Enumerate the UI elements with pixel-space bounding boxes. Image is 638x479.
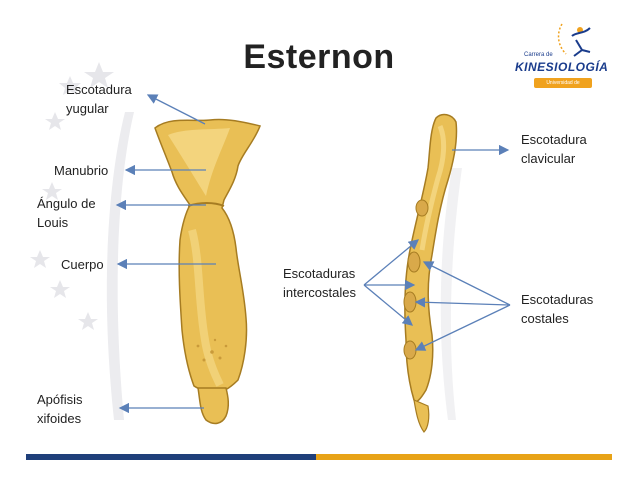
footer-bar-gold (316, 454, 612, 460)
label-cuerpo: Cuerpo (61, 257, 104, 272)
arrow-intercostales-1 (363, 239, 419, 286)
label-line: Escotaduras (283, 266, 356, 281)
logo-figure (557, 23, 591, 57)
arrow-costales-1 (422, 261, 511, 306)
label-apofisis-xifoides: Apófisis xifoides (37, 390, 83, 428)
label-line: xifoides (37, 411, 82, 426)
sternum-front-view (154, 118, 261, 425)
label-escotaduras-intercostales: Escotaduras intercostales (283, 264, 356, 302)
logo-main-text: KINESIOLOGÍA (515, 60, 609, 74)
costal-facets (403, 199, 429, 360)
label-line: yugular (66, 101, 109, 116)
arrow-escotadura-yugular (146, 94, 206, 125)
label-escotaduras-costales: Escotaduras costales (521, 290, 593, 328)
sternum-body (154, 118, 261, 393)
lateral-sternum-body (404, 113, 458, 403)
pointer-arrows (115, 94, 511, 414)
xiphoid-process (197, 387, 230, 425)
label-line: clavicular (521, 151, 576, 166)
decorative-stars (30, 62, 114, 330)
label-line: Ángulo de (37, 196, 96, 211)
logo-small-text: Carrera de (524, 52, 553, 58)
label-line: intercostales (283, 285, 356, 300)
label-escotadura-clavicular: Escotadura clavicular (521, 130, 587, 168)
decorative-swoosh-right (440, 168, 462, 420)
sternum-lateral-view (403, 113, 458, 433)
label-line: Escotaduras (521, 292, 594, 307)
logo-badge: Universidad de Concepción (534, 78, 592, 96)
lateral-xiphoid (413, 399, 430, 433)
arrow-intercostales-3 (363, 284, 413, 326)
slide-title: Esternon (243, 38, 395, 76)
label-manubrio: Manubrio (54, 163, 109, 178)
manubrium-highlight (168, 128, 230, 196)
decorative-swoosh (106, 112, 134, 420)
label-line: Escotadura (66, 82, 132, 97)
arrow-costales-3 (414, 304, 511, 351)
sternum-foramina (196, 338, 228, 362)
label-line: Apófisis (37, 392, 83, 407)
footer-bar-blue (26, 454, 316, 460)
body-highlight (188, 228, 224, 387)
label-escotadura-yugular: Escotadura yugular (66, 80, 132, 118)
lateral-highlight (419, 125, 447, 251)
label-angulo-louis: Ángulo de Louis (37, 194, 96, 232)
label-line: costales (521, 311, 569, 326)
label-line: Escotadura (521, 132, 587, 147)
label-line: Louis (37, 215, 69, 230)
arrow-costales-2 (414, 297, 511, 308)
